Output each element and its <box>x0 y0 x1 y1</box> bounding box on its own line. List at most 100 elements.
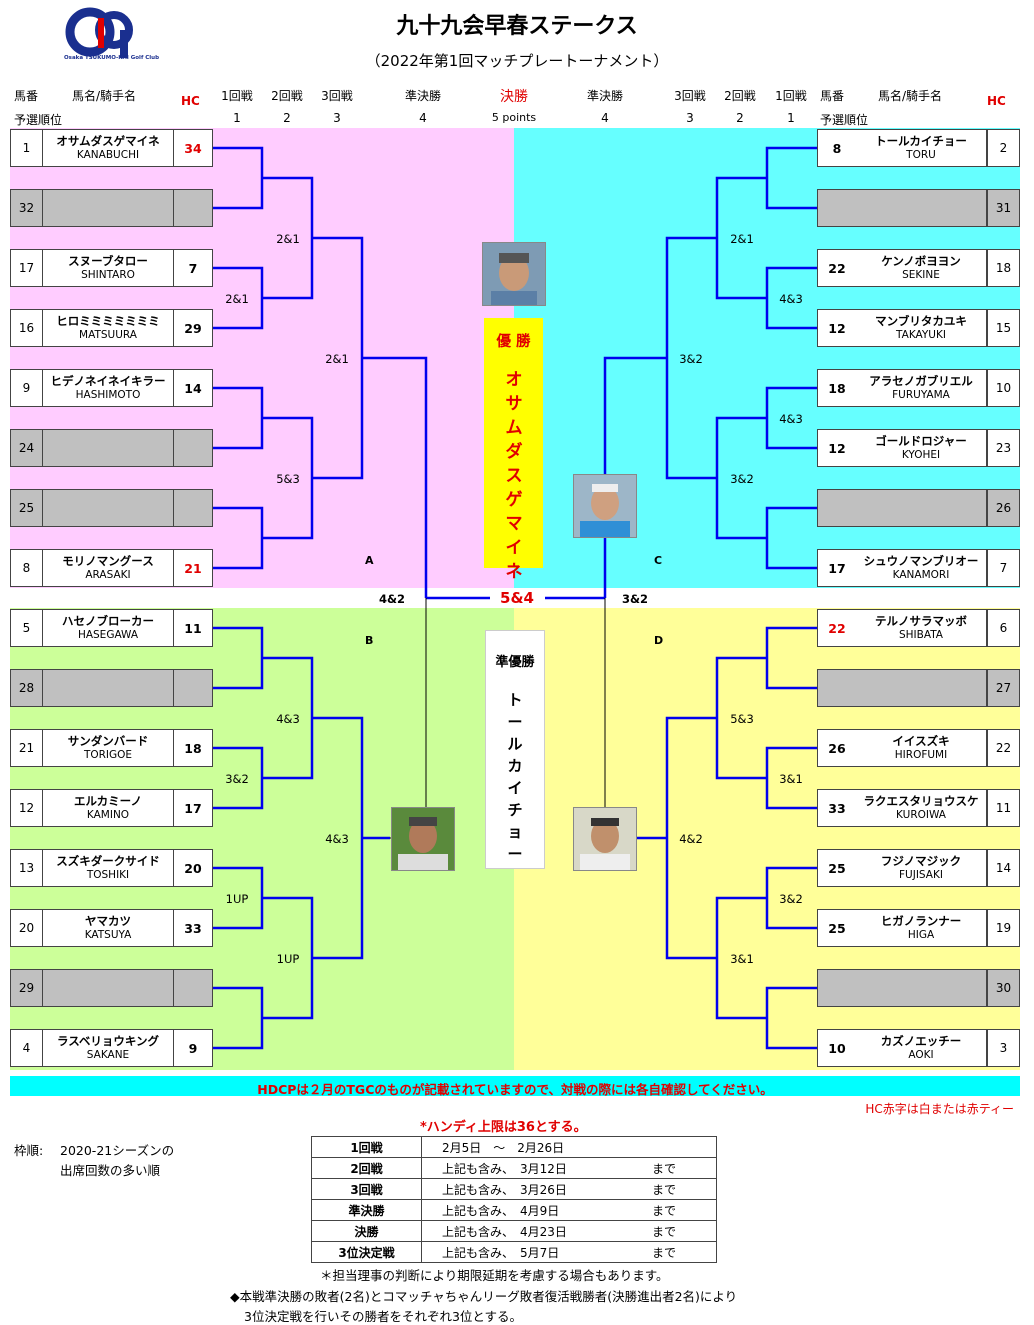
header-r3-right: 3回戦 <box>674 89 706 103</box>
score-c-r2-3: 4&3 <box>779 412 803 426</box>
header-n2-right: 2 <box>736 111 744 125</box>
handicap: 18 <box>174 730 212 766</box>
jockey-name: TORIGOE <box>83 749 133 761</box>
entry-number: 19 <box>987 910 1019 946</box>
schedule-until: まで <box>648 1157 717 1179</box>
handicap-limit-note: *ハンディ上限は36とする。 <box>420 1120 587 1135</box>
horse-name: ヒデノネイネイキラー <box>50 374 166 388</box>
header-hc-left: HC <box>181 94 200 108</box>
handicap <box>818 670 856 706</box>
score-a-r2-3: 5&3 <box>276 472 300 486</box>
entry-number: 9 <box>11 370 43 406</box>
score-left-sf: 4&2 <box>378 592 406 606</box>
quadrant-label-d: D <box>654 634 664 647</box>
header-points: 5 points <box>491 111 537 124</box>
horse-name: アラセノガブリエル <box>869 374 973 388</box>
handicap <box>174 430 212 466</box>
handicap <box>174 190 212 226</box>
entry-number: 7 <box>987 550 1019 586</box>
entry-number: 1 <box>11 130 43 166</box>
score-d-r2-1: 5&3 <box>730 712 754 726</box>
schedule-round: 1回戦 <box>311 1136 422 1158</box>
entry-number: 2 <box>987 130 1019 166</box>
horse-name: ラクエスタリョウスケ <box>863 794 979 808</box>
header-hc-right: HC <box>987 94 1006 108</box>
champion-label: 優 勝 <box>496 334 531 350</box>
handicap: 22 <box>818 610 856 646</box>
schedule-until: まで <box>648 1241 717 1263</box>
entry-number: 24 <box>11 430 43 466</box>
header-r2-right: 2回戦 <box>724 89 756 103</box>
entry-number: 12 <box>11 790 43 826</box>
schedule-until: まで <box>648 1178 717 1200</box>
jockey-name: HASEGAWA <box>77 629 139 641</box>
horse-name: ヤマカツ <box>85 914 131 928</box>
horse-name: ケンノボヨヨン <box>881 254 961 268</box>
horse-name: サンダンバード <box>67 734 149 748</box>
score-b-r2-1: 4&3 <box>276 712 300 726</box>
header-n3-left: 3 <box>333 111 341 125</box>
entry-number: 32 <box>11 190 43 226</box>
handicap: 33 <box>818 790 856 826</box>
handicap: 12 <box>818 310 856 346</box>
score-d-r2-4: 3&1 <box>730 952 754 966</box>
jockey-name: SHIBATA <box>898 629 943 641</box>
jockey-name: TOSHIKI <box>86 869 130 881</box>
score-b-r2-3: 1UP <box>225 892 249 906</box>
entry-number: 22 <box>987 730 1019 766</box>
entry-number: 13 <box>11 850 43 886</box>
seeding-line2: 出席回数の多い順 <box>60 1163 161 1178</box>
header-sf-left: 準決勝 <box>404 89 441 103</box>
handicap: 11 <box>174 610 212 646</box>
jockey-name: TAKAYUKI <box>896 329 946 341</box>
jockey-name: SHINTARO <box>81 269 135 281</box>
schedule-round: 2回戦 <box>311 1157 422 1179</box>
horse-name: モリノマングース <box>62 554 154 568</box>
handicap <box>174 970 212 1006</box>
handicap <box>174 670 212 706</box>
score-d-r2-3: 3&2 <box>779 892 803 906</box>
horse-name: マンブリタカユキ <box>875 314 967 328</box>
schedule-desc: 2月5日 ～ 2月26日 <box>421 1136 648 1158</box>
handicap: 20 <box>174 850 212 886</box>
champion-panel: 優 勝 オサムダスゲマイネ <box>484 318 543 582</box>
entry-number: 28 <box>11 670 43 706</box>
entry-number: 16 <box>11 310 43 346</box>
handicap: 14 <box>174 370 212 406</box>
schedule-desc: 上記も含み、 4月23日 <box>421 1220 648 1242</box>
header-seed-right: 予選順位 <box>820 113 869 127</box>
handicap: 22 <box>818 250 856 286</box>
entry-name-cell <box>856 190 987 226</box>
jockey-name: AOKI <box>908 1049 934 1061</box>
right-entry-slot: 27 <box>817 669 1020 707</box>
schedule-row: 準決勝上記も含み、 4月9日まで <box>311 1199 717 1221</box>
entry-number: 4 <box>11 1030 43 1066</box>
jockey-name: HASHIMOTO <box>75 389 141 401</box>
horse-name: テルノサラマッボ <box>875 614 967 628</box>
header-n3-right: 3 <box>686 111 694 125</box>
handicap: 25 <box>818 910 856 946</box>
horse-name: ヒガノランナー <box>880 914 962 928</box>
header-final: 決勝 <box>500 89 528 105</box>
entry-number: 27 <box>987 670 1019 706</box>
score-d-r2-2: 3&1 <box>779 772 803 786</box>
entry-number: 25 <box>11 490 43 526</box>
